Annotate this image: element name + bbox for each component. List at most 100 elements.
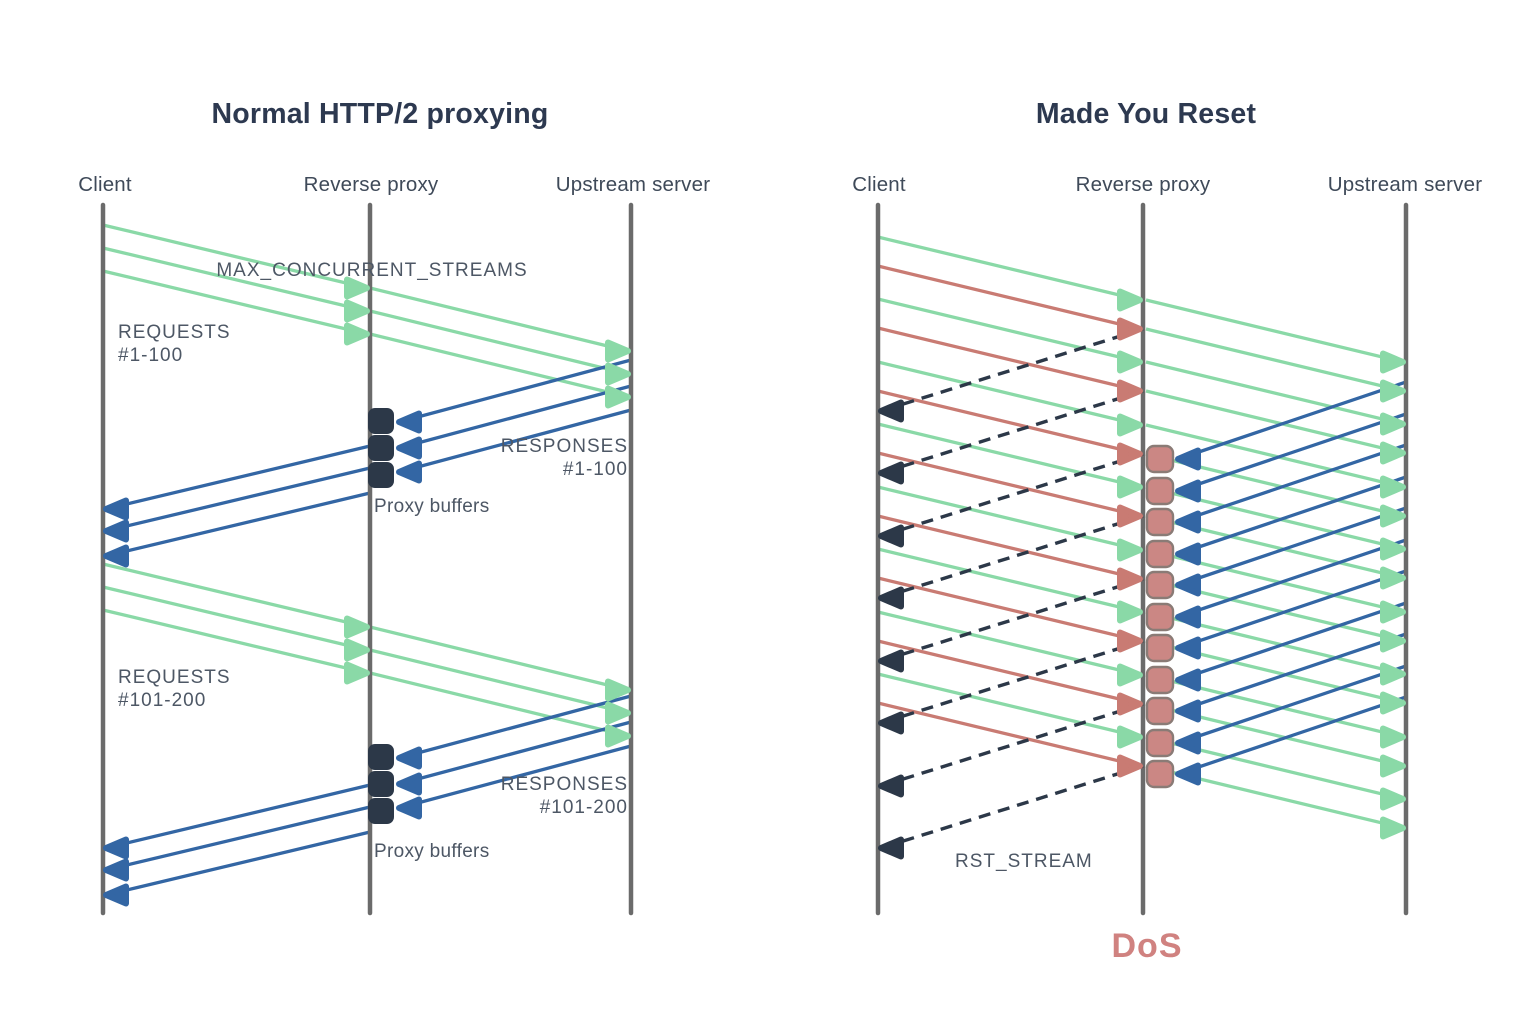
request-arrow-line bbox=[877, 672, 1141, 739]
trigger-frame-arrow-line bbox=[877, 639, 1141, 706]
rst-stream-arrow-line bbox=[880, 639, 1144, 725]
requests-1-100-label-line2: #1-100 bbox=[118, 345, 183, 366]
response-arrow-line bbox=[1177, 538, 1407, 619]
request-arrow-head bbox=[1117, 538, 1143, 562]
request-arrow-line bbox=[102, 223, 368, 290]
column-label-reverse-proxy: Reverse proxy bbox=[1076, 173, 1211, 196]
rst-stream-arrow-line bbox=[880, 452, 1144, 538]
proxy-buffer-square bbox=[368, 771, 394, 797]
rst-stream-arrow-head bbox=[878, 836, 904, 860]
trigger-frame-arrow-head bbox=[1117, 754, 1143, 778]
response-arrow-line bbox=[1177, 695, 1407, 776]
request-arrow-line bbox=[102, 608, 368, 675]
forwarded-request-arrow-line bbox=[369, 625, 629, 692]
forwarded-request-arrow-head bbox=[1380, 537, 1406, 561]
forwarded-response-arrow-head bbox=[103, 497, 129, 521]
trigger-frame-arrow-head bbox=[1117, 629, 1143, 653]
buffered-response-square bbox=[1145, 444, 1175, 474]
forwarded-response-arrow-head bbox=[103, 519, 129, 543]
rst-stream-arrow-line bbox=[880, 389, 1144, 475]
proxy-buffer-square bbox=[368, 798, 394, 824]
forwarded-request-arrow-head bbox=[1380, 379, 1406, 403]
forwarded-response-arrow-head bbox=[103, 858, 129, 882]
forwarded-request-arrow-line bbox=[369, 648, 629, 715]
request-arrow-line bbox=[877, 610, 1141, 677]
title-made-you-reset: Made You Reset bbox=[1036, 98, 1257, 130]
forwarded-request-arrow-head bbox=[605, 362, 631, 386]
request-arrow-head bbox=[1117, 600, 1143, 624]
response-arrow-head bbox=[396, 746, 422, 770]
forwarded-request-arrow-head bbox=[1380, 600, 1406, 624]
proxy-buffer-square bbox=[368, 744, 394, 770]
proxy-buffer-square bbox=[368, 462, 394, 488]
forwarded-response-arrow-line bbox=[105, 805, 371, 872]
response-arrow-line bbox=[1177, 601, 1407, 682]
forwarded-response-arrow-head bbox=[103, 836, 129, 860]
rst-stream-arrow-line bbox=[880, 764, 1144, 850]
proxy-buffer-square bbox=[368, 435, 394, 461]
trigger-frame-arrow-line bbox=[877, 326, 1141, 393]
forwarded-request-arrow-line bbox=[369, 332, 629, 399]
forwarded-response-arrow-line bbox=[105, 491, 371, 558]
response-arrow-head bbox=[396, 796, 422, 820]
title-normal-http2-proxying: Normal HTTP/2 proxying bbox=[212, 98, 549, 130]
response-arrow-head bbox=[1175, 510, 1201, 534]
max-concurrent-streams-label: MAX_CONCURRENT_STREAMS bbox=[216, 260, 527, 281]
trigger-frame-arrow-line bbox=[877, 264, 1141, 331]
forwarded-response-arrow-line bbox=[105, 444, 371, 511]
trigger-frame-arrow-line bbox=[877, 576, 1141, 643]
forwarded-request-arrow-head bbox=[1380, 816, 1406, 840]
response-arrow-head bbox=[396, 436, 422, 460]
proxy-buffers-label-1: Proxy buffers bbox=[374, 496, 490, 517]
buffered-response-square bbox=[1145, 759, 1175, 789]
forwarded-request-arrow-head bbox=[1380, 725, 1406, 749]
response-arrow-line bbox=[1177, 632, 1407, 713]
request-arrow-line bbox=[102, 269, 368, 336]
rst-stream-arrow-head bbox=[878, 586, 904, 610]
buffered-response-square bbox=[1145, 602, 1175, 632]
response-arrow-line bbox=[1177, 412, 1407, 493]
trigger-frame-arrow-head bbox=[1117, 567, 1143, 591]
forwarded-request-arrow-head bbox=[1380, 475, 1406, 499]
rst-stream-arrow-line bbox=[880, 327, 1144, 413]
request-arrow-head bbox=[344, 661, 370, 685]
proxy-buffers-label-2: Proxy buffers bbox=[374, 841, 490, 862]
request-arrow-line bbox=[877, 485, 1141, 552]
response-arrow-line bbox=[398, 358, 632, 424]
response-arrow-head bbox=[396, 410, 422, 434]
forwarded-request-arrow-head bbox=[1380, 504, 1406, 528]
request-arrow-line bbox=[877, 297, 1141, 364]
request-arrow-line bbox=[877, 235, 1141, 302]
forwarded-request-arrow-head bbox=[1380, 629, 1406, 653]
responses-1-100-label-line1: RESPONSES bbox=[501, 436, 628, 457]
trigger-frame-arrow-head bbox=[1117, 442, 1143, 466]
response-arrow-line bbox=[1177, 380, 1407, 461]
request-arrow-head bbox=[344, 615, 370, 639]
request-arrow-head bbox=[344, 322, 370, 346]
response-arrow-line bbox=[398, 744, 632, 810]
request-arrow-head bbox=[1117, 350, 1143, 374]
response-arrow-head bbox=[1175, 636, 1201, 660]
forwarded-request-arrow-head bbox=[605, 678, 631, 702]
forwarded-request-arrow-head bbox=[1380, 350, 1406, 374]
response-arrow-line bbox=[1177, 569, 1407, 650]
buffered-response-square bbox=[1145, 539, 1175, 569]
buffered-response-square bbox=[1145, 728, 1175, 758]
forwarded-request-arrow-head bbox=[1380, 412, 1406, 436]
request-arrow-head bbox=[1117, 413, 1143, 437]
trigger-frame-arrow-head bbox=[1117, 692, 1143, 716]
forwarded-request-arrow-head bbox=[605, 724, 631, 748]
request-arrow-head bbox=[344, 638, 370, 662]
forwarded-response-arrow-head bbox=[103, 544, 129, 568]
trigger-frame-arrow-line bbox=[877, 514, 1141, 581]
forwarded-request-arrow-head bbox=[1380, 566, 1406, 590]
column-label-client: Client bbox=[852, 173, 906, 196]
forwarded-response-arrow-line bbox=[105, 830, 371, 897]
response-arrow-head bbox=[1175, 447, 1201, 471]
buffered-response-square bbox=[1145, 476, 1175, 506]
request-arrow-head bbox=[344, 276, 370, 300]
request-arrow-line bbox=[877, 422, 1141, 489]
